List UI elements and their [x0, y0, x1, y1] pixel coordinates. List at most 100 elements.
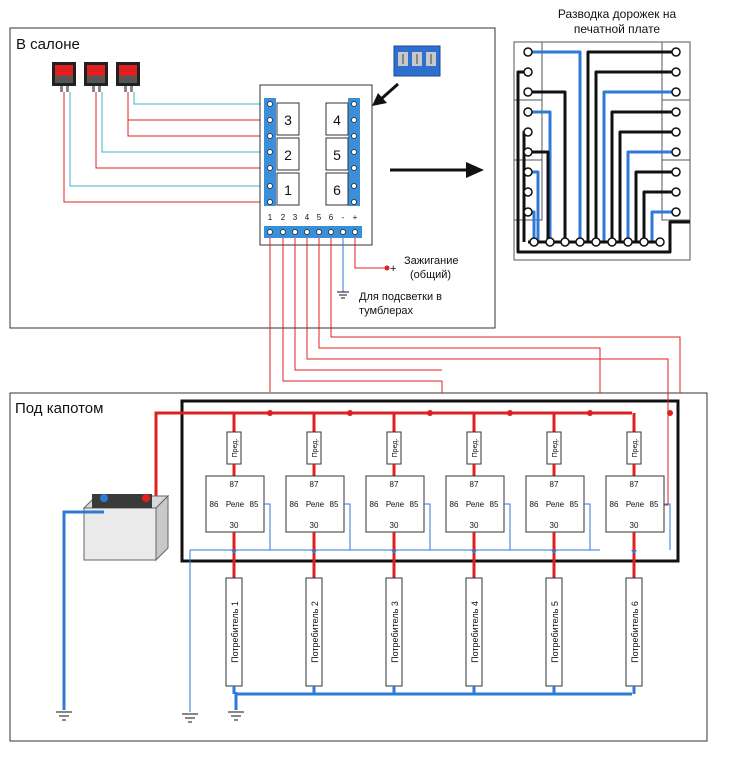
relay-pin-87: 87 [630, 480, 639, 489]
relay-label: Реле [306, 500, 325, 509]
fuse-label: Пред. [552, 439, 559, 458]
pin-label: 5 [317, 213, 322, 222]
relay-pin-87: 87 [470, 480, 479, 489]
crossing-mark [551, 550, 557, 554]
relay-pin-85: 85 [650, 500, 659, 509]
rocker-switches [52, 62, 140, 92]
screw-terminal-icon [393, 45, 441, 77]
crossing-mark [391, 550, 397, 554]
pin-label: 6 [329, 213, 334, 222]
pin-label: + [353, 213, 358, 222]
bus-junction [427, 410, 433, 416]
relay-pin-87: 87 [550, 480, 559, 489]
relay-pin-30: 30 [390, 521, 399, 530]
relay-body [445, 475, 505, 533]
load-label: Потребитель 2 [310, 601, 320, 663]
slot-label-3: 3 [284, 112, 292, 128]
fuse-label: Пред. [232, 439, 239, 458]
slot-label-6: 6 [333, 182, 341, 198]
relay-label: Реле [546, 500, 565, 509]
load-label: Потребитель 1 [230, 601, 240, 663]
bus-junction [507, 410, 513, 416]
relay-pin-86: 86 [370, 500, 379, 509]
pcb-title-line-1: Разводка дорожек на [558, 7, 677, 21]
relay-85-wire [424, 503, 431, 550]
switch-wires [63, 92, 268, 203]
ground-icon [56, 711, 72, 721]
rocker-switch-icon [52, 62, 76, 92]
relay-label: Реле [226, 500, 245, 509]
switch-slots [276, 102, 349, 206]
relay-pin-30: 30 [630, 521, 639, 530]
bus-junction [667, 410, 673, 416]
fuse-label: Пред. [312, 439, 319, 458]
ignition-sub-label: (общий) [410, 269, 451, 281]
crossing-mark [231, 550, 237, 554]
relay-label: Реле [386, 500, 405, 509]
crossing-mark [631, 550, 637, 554]
plus-sign: + [390, 263, 396, 275]
relay-pin-87: 87 [310, 480, 319, 489]
fuse-label: Пред. [472, 439, 479, 458]
relay-pin-30: 30 [230, 521, 239, 530]
pcb-title-line-2: печатной плате [574, 22, 661, 36]
relay-label: Реле [626, 500, 645, 509]
bus-junction [267, 410, 273, 416]
pin-label: 2 [281, 213, 286, 222]
rocker-switch-icon [116, 62, 140, 92]
relay-pin-86: 86 [290, 500, 299, 509]
pin-label: 4 [305, 213, 310, 222]
relay-label: Реле [466, 500, 485, 509]
relay-pin-86: 86 [450, 500, 459, 509]
arrow-to-block-icon [372, 82, 399, 106]
relay-85-wire [664, 503, 671, 550]
relay-pin-85: 85 [490, 500, 499, 509]
pin-label: - [342, 213, 345, 222]
relay-body [525, 475, 585, 533]
ignition-terminal [384, 265, 390, 271]
pin-label: 1 [268, 213, 273, 222]
slot-label-4: 4 [333, 112, 341, 128]
slot-label-1: 1 [284, 182, 292, 198]
relay-pin-87: 87 [390, 480, 399, 489]
relay-pin-87: 87 [230, 480, 239, 489]
relay-85-wire [504, 503, 511, 550]
relay-body [605, 475, 665, 533]
rocker-switch-icon [84, 62, 108, 92]
hood-title: Под капотом [15, 400, 103, 417]
bus-junction [347, 410, 353, 416]
relay-85-wire [344, 503, 351, 550]
terminal-strip-bottom [264, 226, 362, 238]
relay-pin-86: 86 [610, 500, 619, 509]
relay-body [285, 475, 345, 533]
backlight-label-1: Для подсветки в [359, 291, 442, 303]
crossing-mark [311, 550, 317, 554]
load-label: Потребитель 4 [470, 601, 480, 663]
load-label: Потребитель 6 [630, 601, 640, 663]
hood-frame [9, 392, 708, 742]
relay-pin-86: 86 [530, 500, 539, 509]
relay-85-wire [584, 503, 591, 550]
relay-pin-30: 30 [550, 521, 559, 530]
ground-icon [228, 711, 244, 721]
relay-pin-30: 30 [470, 521, 479, 530]
battery-icon [82, 494, 170, 562]
bus-junction [587, 410, 593, 416]
ignition-label: Зажигание [404, 255, 459, 267]
fuse-label: Пред. [632, 439, 639, 458]
relay-body [205, 475, 265, 533]
relay-pin-85: 85 [250, 500, 259, 509]
ignition-wire [354, 238, 385, 269]
control-wires [269, 238, 681, 506]
relay-pin-30: 30 [310, 521, 319, 530]
ground-icon [182, 713, 198, 723]
pcb-traces [516, 50, 690, 254]
relay-pin-85: 85 [410, 500, 419, 509]
relay-pin-86: 86 [210, 500, 219, 509]
load-label: Потребитель 5 [550, 601, 560, 663]
terminal-strip-right [348, 98, 360, 206]
